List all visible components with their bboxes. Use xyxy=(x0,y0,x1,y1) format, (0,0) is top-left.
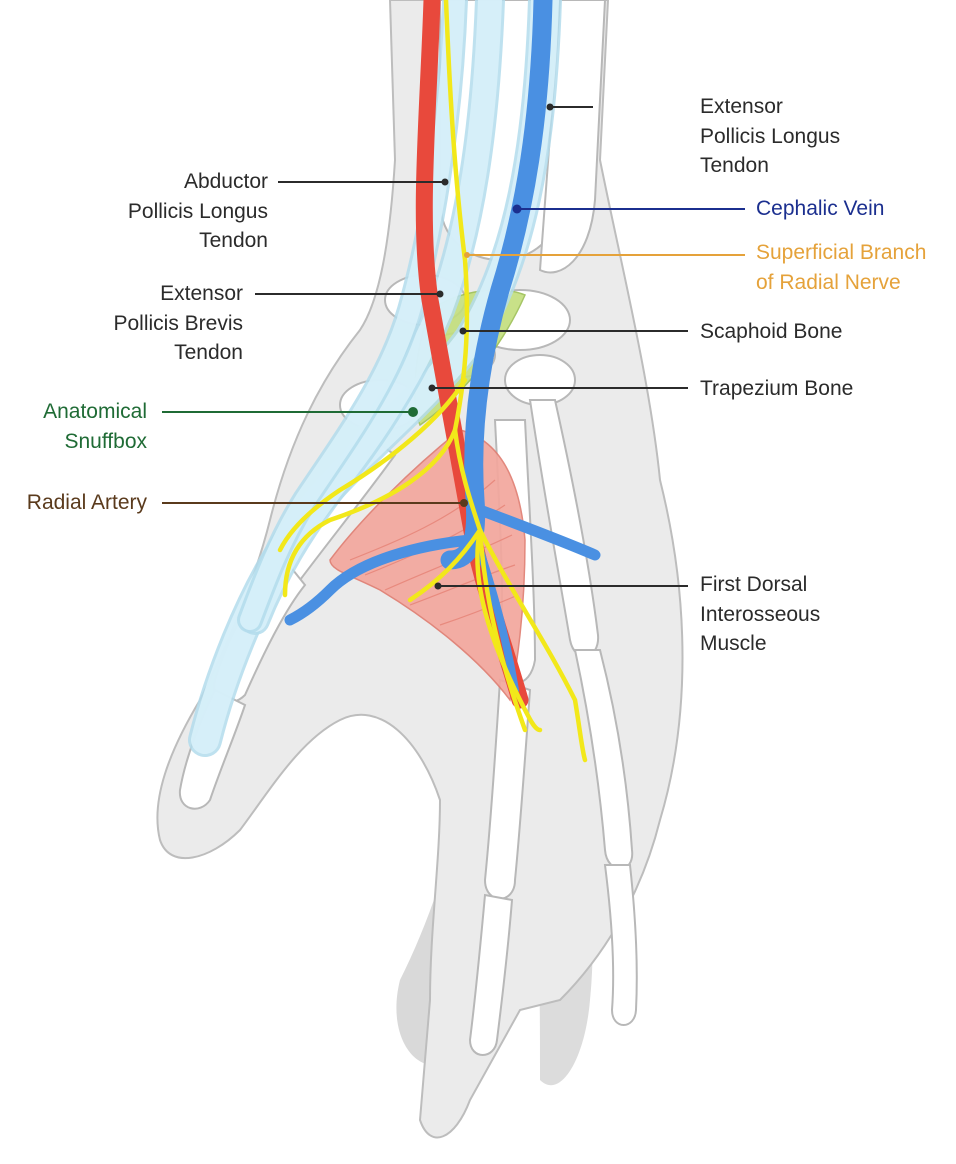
leader-dot-apl xyxy=(442,179,449,186)
label-cephalic-vein: Cephalic Vein xyxy=(756,194,884,224)
leader-dot-trapezium xyxy=(429,385,436,392)
label-radial-artery: Radial Artery xyxy=(27,488,147,518)
leader-dot-epb xyxy=(437,291,444,298)
label-scaphoid-bone: Scaphoid Bone xyxy=(700,317,842,347)
leader-dot-artery xyxy=(460,499,468,507)
label-first-dorsal-interosseous-muscle: First Dorsal Interosseous Muscle xyxy=(700,570,820,659)
label-trapezium-bone: Trapezium Bone xyxy=(700,374,853,404)
label-abductor-pollicis-longus-tendon: Abductor Pollicis Longus Tendon xyxy=(128,167,268,256)
label-anatomical-snuffbox: Anatomical Snuffbox xyxy=(43,397,147,456)
label-superficial-branch-radial-nerve: Superficial Branch of Radial Nerve xyxy=(756,238,926,297)
label-extensor-pollicis-brevis-tendon: Extensor Pollicis Brevis Tendon xyxy=(113,279,243,368)
leader-dot-fdi xyxy=(435,583,442,590)
leader-dot-scaphoid xyxy=(460,328,467,335)
leader-dot-epl xyxy=(547,104,554,111)
leader-dot-cephalic xyxy=(513,205,522,214)
leader-dot-snuffbox xyxy=(408,407,418,417)
label-extensor-pollicis-longus-tendon: Extensor Pollicis Longus Tendon xyxy=(700,92,840,181)
leader-dot-nerve xyxy=(464,252,470,258)
